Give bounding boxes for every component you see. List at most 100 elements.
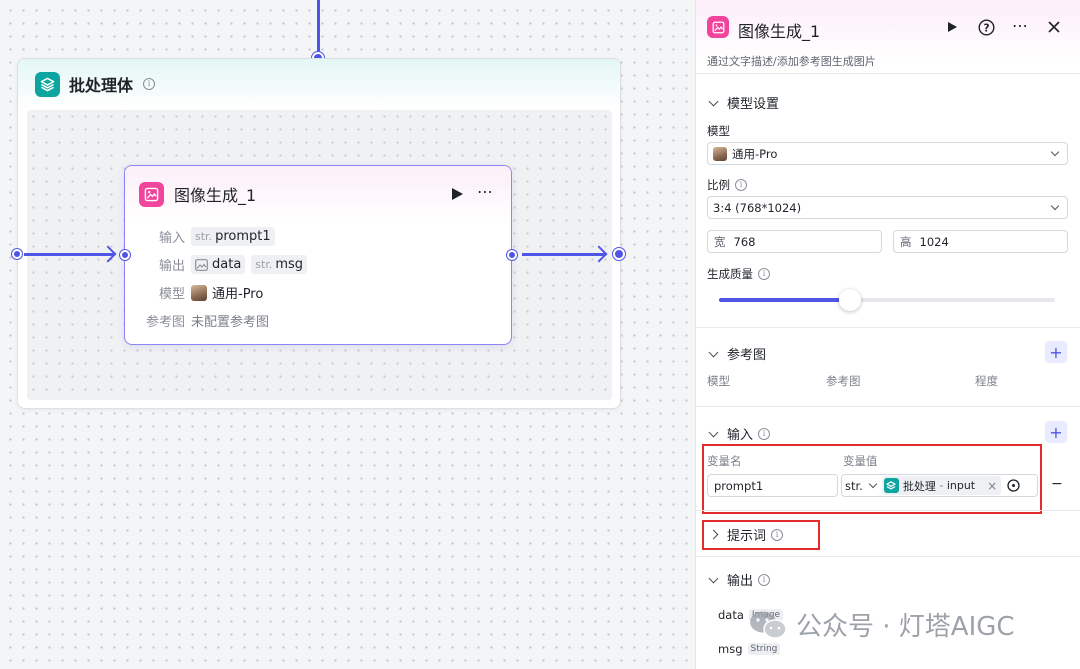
watermark: 公众号 · 灯塔AIGC (748, 606, 1015, 643)
input-toggle[interactable]: 输入 i (708, 424, 771, 443)
help-icon[interactable]: ? (976, 17, 996, 37)
var-name-header: 变量名 (707, 454, 742, 468)
svg-text:?: ? (983, 22, 989, 34)
ref-node-name: 批处理 (902, 479, 936, 493)
run-icon[interactable] (942, 17, 962, 37)
output-var-name: data (718, 608, 744, 622)
node-ref-value: 未配置参考图 (191, 315, 270, 330)
section-title: 模型设置 (727, 97, 780, 112)
ratio-label: 比例 (707, 178, 730, 192)
node-config-panel: 图像生成_1 ? ⋯ 通过文字描述/添加参考图生成图片 模型设置 模型 通用-P… (695, 0, 1080, 669)
var-name: data (212, 257, 242, 272)
add-reference-button[interactable]: + (1045, 341, 1067, 363)
layers-icon (35, 71, 60, 97)
batch-node-title: 批处理体 (69, 76, 134, 95)
ref-col-image: 参考图 (826, 374, 861, 388)
chevron-down-icon (1050, 147, 1060, 157)
slider-thumb[interactable] (839, 289, 861, 311)
chevron-down-icon (1050, 201, 1060, 211)
input-var-value-field[interactable]: str. 批处理 - input × (841, 474, 1038, 497)
clear-icon[interactable]: × (987, 478, 998, 493)
panel-header: 图像生成_1 ? ⋯ 通过文字描述/添加参考图生成图片 (696, 0, 1080, 74)
ratio-label-row: 比例 i (707, 177, 747, 193)
info-icon[interactable]: i (771, 528, 784, 541)
batch-inner-right-port[interactable] (613, 248, 625, 260)
node-input-label: 输入 (158, 231, 185, 246)
ratio-select[interactable]: 3:4 (768*1024) (707, 196, 1068, 219)
info-icon[interactable]: i (735, 179, 747, 191)
node-output-label: 输出 (158, 259, 185, 274)
close-icon[interactable] (1044, 17, 1064, 37)
node-ref-label: 参考图 (145, 315, 185, 330)
divider (696, 556, 1080, 557)
run-icon[interactable] (451, 187, 464, 204)
var-type-select[interactable]: str. (845, 478, 878, 493)
highlight-box-input (702, 444, 1042, 514)
var-ref-chip[interactable]: 批处理 - input × (881, 476, 1002, 495)
more-icon[interactable]: ⋯ (1012, 15, 1028, 35)
node-model-value: 通用-Pro (212, 287, 264, 302)
quality-slider[interactable] (719, 289, 1055, 311)
model-label: 模型 (707, 124, 730, 138)
info-icon[interactable]: i (758, 268, 770, 280)
add-input-button[interactable]: + (1045, 421, 1067, 443)
ref-col-model: 模型 (707, 374, 730, 388)
reference-toggle[interactable]: 参考图 (708, 344, 766, 363)
var-name: prompt1 (215, 229, 271, 244)
quality-label: 生成质量 (707, 267, 753, 281)
var-type: str. (255, 258, 273, 271)
output-toggle[interactable]: 输出 i (708, 570, 771, 589)
height-value: 1024 (919, 234, 949, 249)
input-var-name-field[interactable]: prompt1 (707, 474, 838, 497)
image-type-icon (195, 258, 208, 271)
divider (696, 327, 1080, 328)
image-node-input-port[interactable] (120, 250, 130, 260)
panel-description: 通过文字描述/添加参考图生成图片 (707, 55, 876, 68)
var-value-header: 变量值 (843, 454, 878, 468)
ref-separator: - (935, 479, 947, 492)
slider-fill (719, 298, 850, 302)
var-type-value: str. (845, 478, 863, 493)
node-output-row: 输出 data str.msg (137, 255, 313, 274)
divider (696, 406, 1080, 407)
width-value: 768 (733, 234, 756, 249)
section-title: 提示词 (727, 529, 767, 544)
canvas[interactable]: 批处理体 i 图像生成_1 ⋯ 输入 str.prompt1 输出 data (0, 0, 695, 669)
node-model-row: 模型 通用-Pro (137, 283, 263, 302)
edge-out-of-node (522, 253, 606, 256)
panel-title: 图像生成_1 (738, 22, 821, 41)
prompt-toggle[interactable]: 提示词 i (708, 525, 784, 544)
model-settings-toggle[interactable]: 模型设置 (708, 93, 780, 112)
target-icon[interactable] (1007, 479, 1020, 492)
chevron-down-icon (708, 427, 719, 437)
info-icon[interactable]: i (758, 427, 771, 440)
batch-inner-left-port[interactable] (12, 249, 22, 259)
width-input[interactable]: 宽 768 (707, 230, 882, 253)
remove-input-button[interactable]: − (1051, 476, 1063, 492)
more-icon[interactable]: ⋯ (477, 182, 494, 201)
image-node-title: 图像生成_1 (174, 186, 257, 205)
output-var-name: msg (718, 642, 743, 656)
output-var-row: msg String (718, 642, 781, 656)
image-generation-icon (139, 181, 164, 207)
image-generation-node[interactable]: 图像生成_1 ⋯ 输入 str.prompt1 输出 data str.msg … (124, 165, 512, 345)
node-input-var: str.prompt1 (191, 227, 275, 246)
watermark-text: 公众号 · 灯塔AIGC (796, 612, 1015, 642)
info-icon[interactable]: i (758, 573, 771, 586)
ref-field-name: input (946, 479, 976, 492)
incoming-edge (317, 0, 320, 56)
divider (696, 510, 1080, 511)
highlight-box-prompt (702, 520, 820, 550)
ref-col-strength: 程度 (975, 374, 998, 388)
node-input-row: 输入 str.prompt1 (137, 227, 281, 246)
info-icon[interactable]: i (143, 78, 156, 90)
model-select[interactable]: 通用-Pro (707, 142, 1068, 165)
height-prefix: 高 (900, 234, 912, 249)
output-var-type: String (747, 643, 781, 655)
chevron-down-icon (708, 573, 719, 583)
chevron-down-icon (708, 96, 719, 106)
height-input[interactable]: 高 1024 (893, 230, 1068, 253)
input-var-name-value: prompt1 (714, 478, 764, 493)
image-node-header: 图像生成_1 ⋯ (125, 166, 511, 222)
image-node-output-port[interactable] (507, 250, 517, 260)
